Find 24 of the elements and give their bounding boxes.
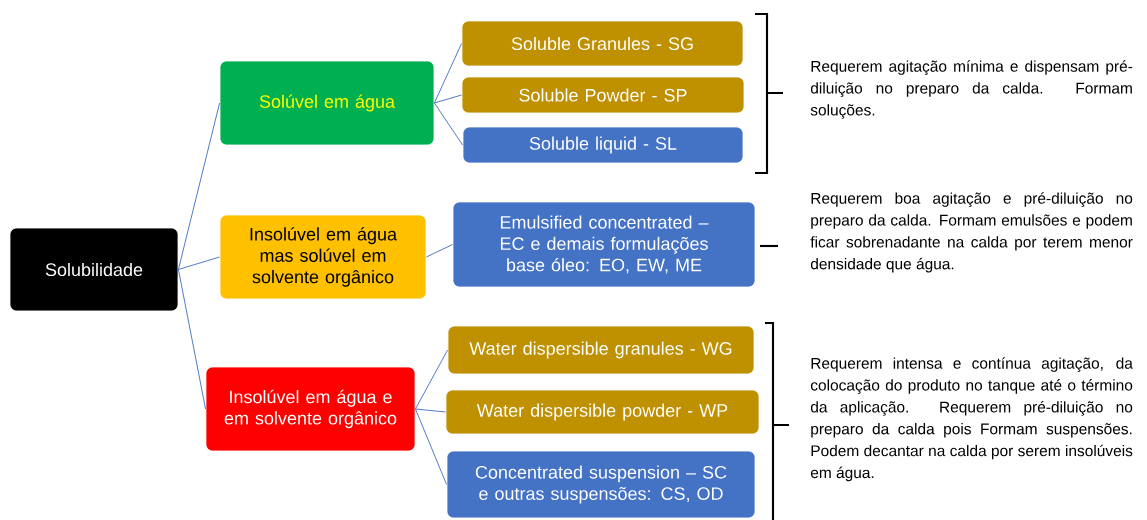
connector-line [414,349,449,410]
category-box: Insolúvel em água e em solvente orgânico [205,366,416,452]
connector-line [177,256,221,270]
connector-line [433,94,463,104]
note-text: Requerem intensa e contínua agitação, da colocação do produto no tanque até o término da aplicação. Requerem pré-diluição no preparo da calda pois Formam suspensões. Podem decantar na calda por serem insolúveis em água. [810,357,1133,482]
connector-line [177,269,207,410]
formulation-box: Concentrated suspension – SC e outras suspensões: CS, OD [446,450,756,519]
note-text: Requerem boa agitação e pré-diluição no preparo da calda. Formam emulsões e podem ficar sobrenadante na calda por terem menor densidade que água. [810,192,1133,273]
root-box: Solubilidade [9,227,179,312]
formulation-box: Soluble Granules - SG [461,20,744,67]
note-text: Requerem agitação mínima e dispensam pré-diluição no preparo da calda. Formam soluções. [810,60,1133,119]
formulation-box: Soluble Powder - SP [461,76,745,114]
category-box: Solúvel em água [219,60,435,146]
formulation-box: Soluble liquid - SL [462,126,744,164]
connector-line [433,43,463,104]
category-box: Insolúvel em água mas solúvel em solvente orgânico [219,214,427,300]
formulation-box: Emulsified concentrated – EC e demais formulações base óleo: EO, EW, ME [452,201,756,288]
connector-line [414,408,447,413]
connector-line [425,244,454,258]
connector-line [433,102,464,146]
formulation-box: Water dispersible granules - WG [447,325,755,375]
connector-line [414,408,448,485]
formulation-box: Water dispersible powder - WP [445,389,760,435]
connector-line [177,102,221,270]
